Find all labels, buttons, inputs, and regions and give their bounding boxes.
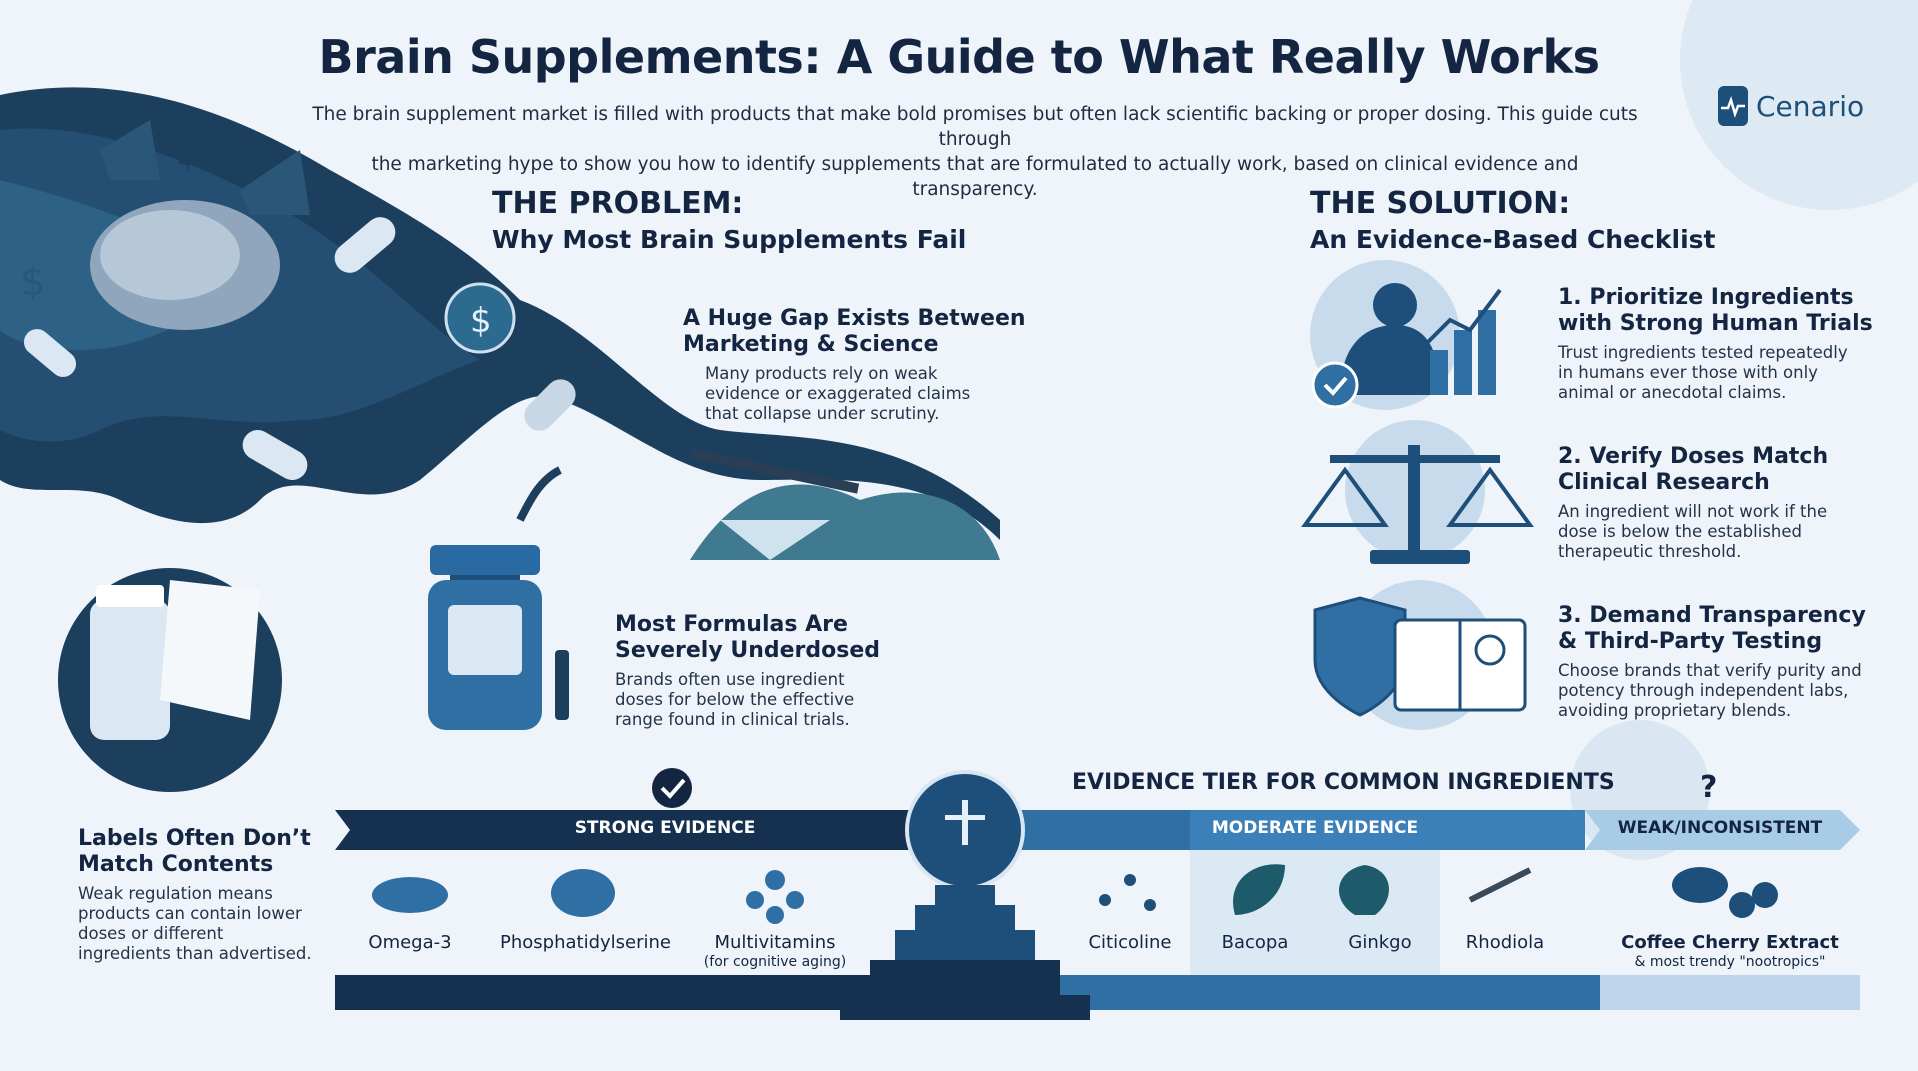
ingredient-phosphatidylserine: Phosphatidylserine bbox=[500, 932, 671, 953]
ingredient-omega-3: Omega-3 bbox=[368, 932, 452, 953]
ingredient-multivitamins: Multivitamins bbox=[714, 932, 836, 953]
evidence-tier-title: EVIDENCE TIER FOR COMMON INGREDIENTS bbox=[1072, 770, 1615, 795]
ingredient-multivitamins-note: (for cognitive aging) bbox=[703, 954, 847, 970]
ingredient-coffee-cherry-note: & most trendy "nootropics" bbox=[1634, 954, 1826, 970]
intro-line-2: the marketing hype to show you how to id… bbox=[371, 154, 1579, 200]
logo-text: Cenario bbox=[1756, 89, 1865, 123]
problem-heading: THE PROBLEM: bbox=[492, 186, 744, 221]
ingredient-citicoline: Citicoline bbox=[1088, 932, 1172, 953]
moderate-evidence-label: MODERATE EVIDENCE bbox=[1211, 818, 1419, 838]
svg-text:$: $ bbox=[20, 259, 45, 305]
intro-line-1: The brain supplement market is filled wi… bbox=[312, 104, 1638, 150]
weak-evidence-label: WEAK/INCONSISTENT bbox=[1617, 818, 1823, 838]
question-mark-icon: ? bbox=[1700, 770, 1718, 805]
ingredient-rhodiola: Rhodiola bbox=[1465, 932, 1545, 953]
logo-mark-icon bbox=[1718, 86, 1748, 126]
brand-logo: Cenario bbox=[1718, 86, 1864, 126]
ingredient-bacopa: Bacopa bbox=[1221, 932, 1289, 953]
intro-text: The brain supplement market is filled wi… bbox=[310, 102, 1640, 202]
problem-subheading: Why Most Brain Supplements Fail bbox=[492, 225, 967, 254]
svg-text:$: $ bbox=[175, 126, 202, 175]
svg-text:$: $ bbox=[470, 301, 492, 341]
ingredient-coffee-cherry: Coffee Cherry Extract bbox=[1621, 932, 1839, 953]
solution-heading: THE SOLUTION: bbox=[1310, 186, 1571, 221]
item-title: 3. Demand Transparency& Third-Party Test… bbox=[1558, 603, 1866, 654]
problem-header: THE PROBLEM: Why Most Brain Supplements … bbox=[492, 186, 966, 254]
strong-evidence-label: STRONG EVIDENCE bbox=[574, 818, 756, 838]
solution-header: THE SOLUTION: An Evidence-Based Checklis… bbox=[1310, 186, 1715, 254]
page-title: Brain Supplements: A Guide to What Reall… bbox=[318, 30, 1600, 84]
solution-item-transparency: 3. Demand Transparency& Third-Party Test… bbox=[1558, 603, 1866, 721]
solution-subheading: An Evidence-Based Checklist bbox=[1310, 225, 1716, 254]
ingredient-ginkgo: Ginkgo bbox=[1348, 932, 1412, 953]
